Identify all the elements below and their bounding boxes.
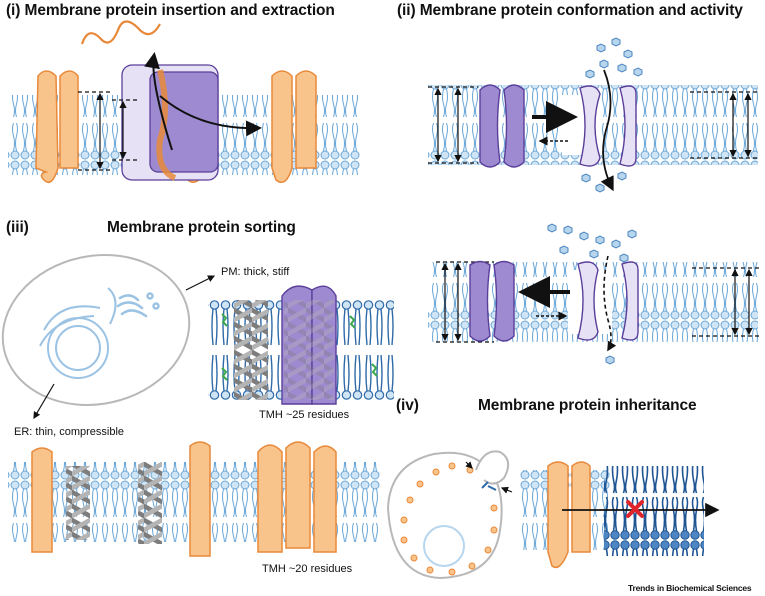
solute-cloud-bottom — [547, 223, 637, 365]
yeast-mother-cell — [386, 451, 503, 580]
purple-helix-stripes — [284, 300, 334, 400]
channel-closed — [479, 84, 525, 168]
er-network — [39, 287, 117, 379]
vacuole — [423, 525, 465, 567]
panel-iv-title: Membrane protein inheritance — [478, 397, 697, 414]
pm-pointer — [185, 275, 216, 291]
insertion-arrow — [159, 95, 262, 137]
unfolded-chain — [80, 20, 161, 45]
er-note: ER: thin, compressible — [14, 426, 125, 438]
flux-path-2 — [603, 255, 617, 352]
bilayer-iv-dark — [604, 466, 704, 556]
septin-ring — [481, 481, 497, 491]
panel-conformation — [428, 37, 760, 365]
cell-outline — [1, 254, 191, 406]
pm-note: PM: thick, stiff — [221, 266, 290, 278]
panel-inheritance — [386, 450, 720, 580]
flux-path — [600, 69, 614, 192]
tm-protein-iii — [31, 441, 337, 557]
journal-credit: Trends in Biochemical Sciences — [628, 583, 752, 593]
cholesterol — [221, 313, 378, 381]
panel-insertion — [8, 20, 360, 183]
channel-open-2 — [577, 261, 639, 341]
golgi — [116, 292, 160, 318]
tm-protein-iv — [547, 461, 591, 569]
grey-helix-b — [138, 462, 162, 544]
panel-iii-label: (iii) — [6, 219, 29, 236]
bud-neck-pointer-bottom — [500, 486, 513, 494]
tmh-short-note: TMH ~20 residues — [262, 563, 353, 575]
panel-iii-title: Membrane protein sorting — [107, 219, 296, 236]
bud-neck-pointer-top — [465, 461, 473, 469]
panel-sorting — [1, 254, 394, 557]
solute-cloud-top — [581, 37, 643, 193]
yeast-bud — [475, 450, 510, 485]
panel-iv-label: (iv) — [396, 397, 419, 414]
panel-ii-title: (ii) Membrane protein conformation and a… — [397, 2, 743, 19]
grey-helix-a — [66, 466, 90, 540]
thickness-bracket — [78, 91, 140, 171]
channel-open — [579, 85, 637, 167]
extraction-arrow — [144, 52, 173, 151]
blocked-mark — [626, 500, 644, 518]
panel-i-title: (i) Membrane protein insertion and extra… — [6, 2, 335, 19]
grey-helix — [234, 300, 268, 400]
channel-closed-2 — [469, 260, 515, 342]
er-pointer — [33, 383, 55, 420]
tmh-long-note: TMH ~25 residues — [259, 409, 350, 421]
chain-through — [156, 69, 177, 181]
peripheral-dots — [400, 462, 498, 576]
